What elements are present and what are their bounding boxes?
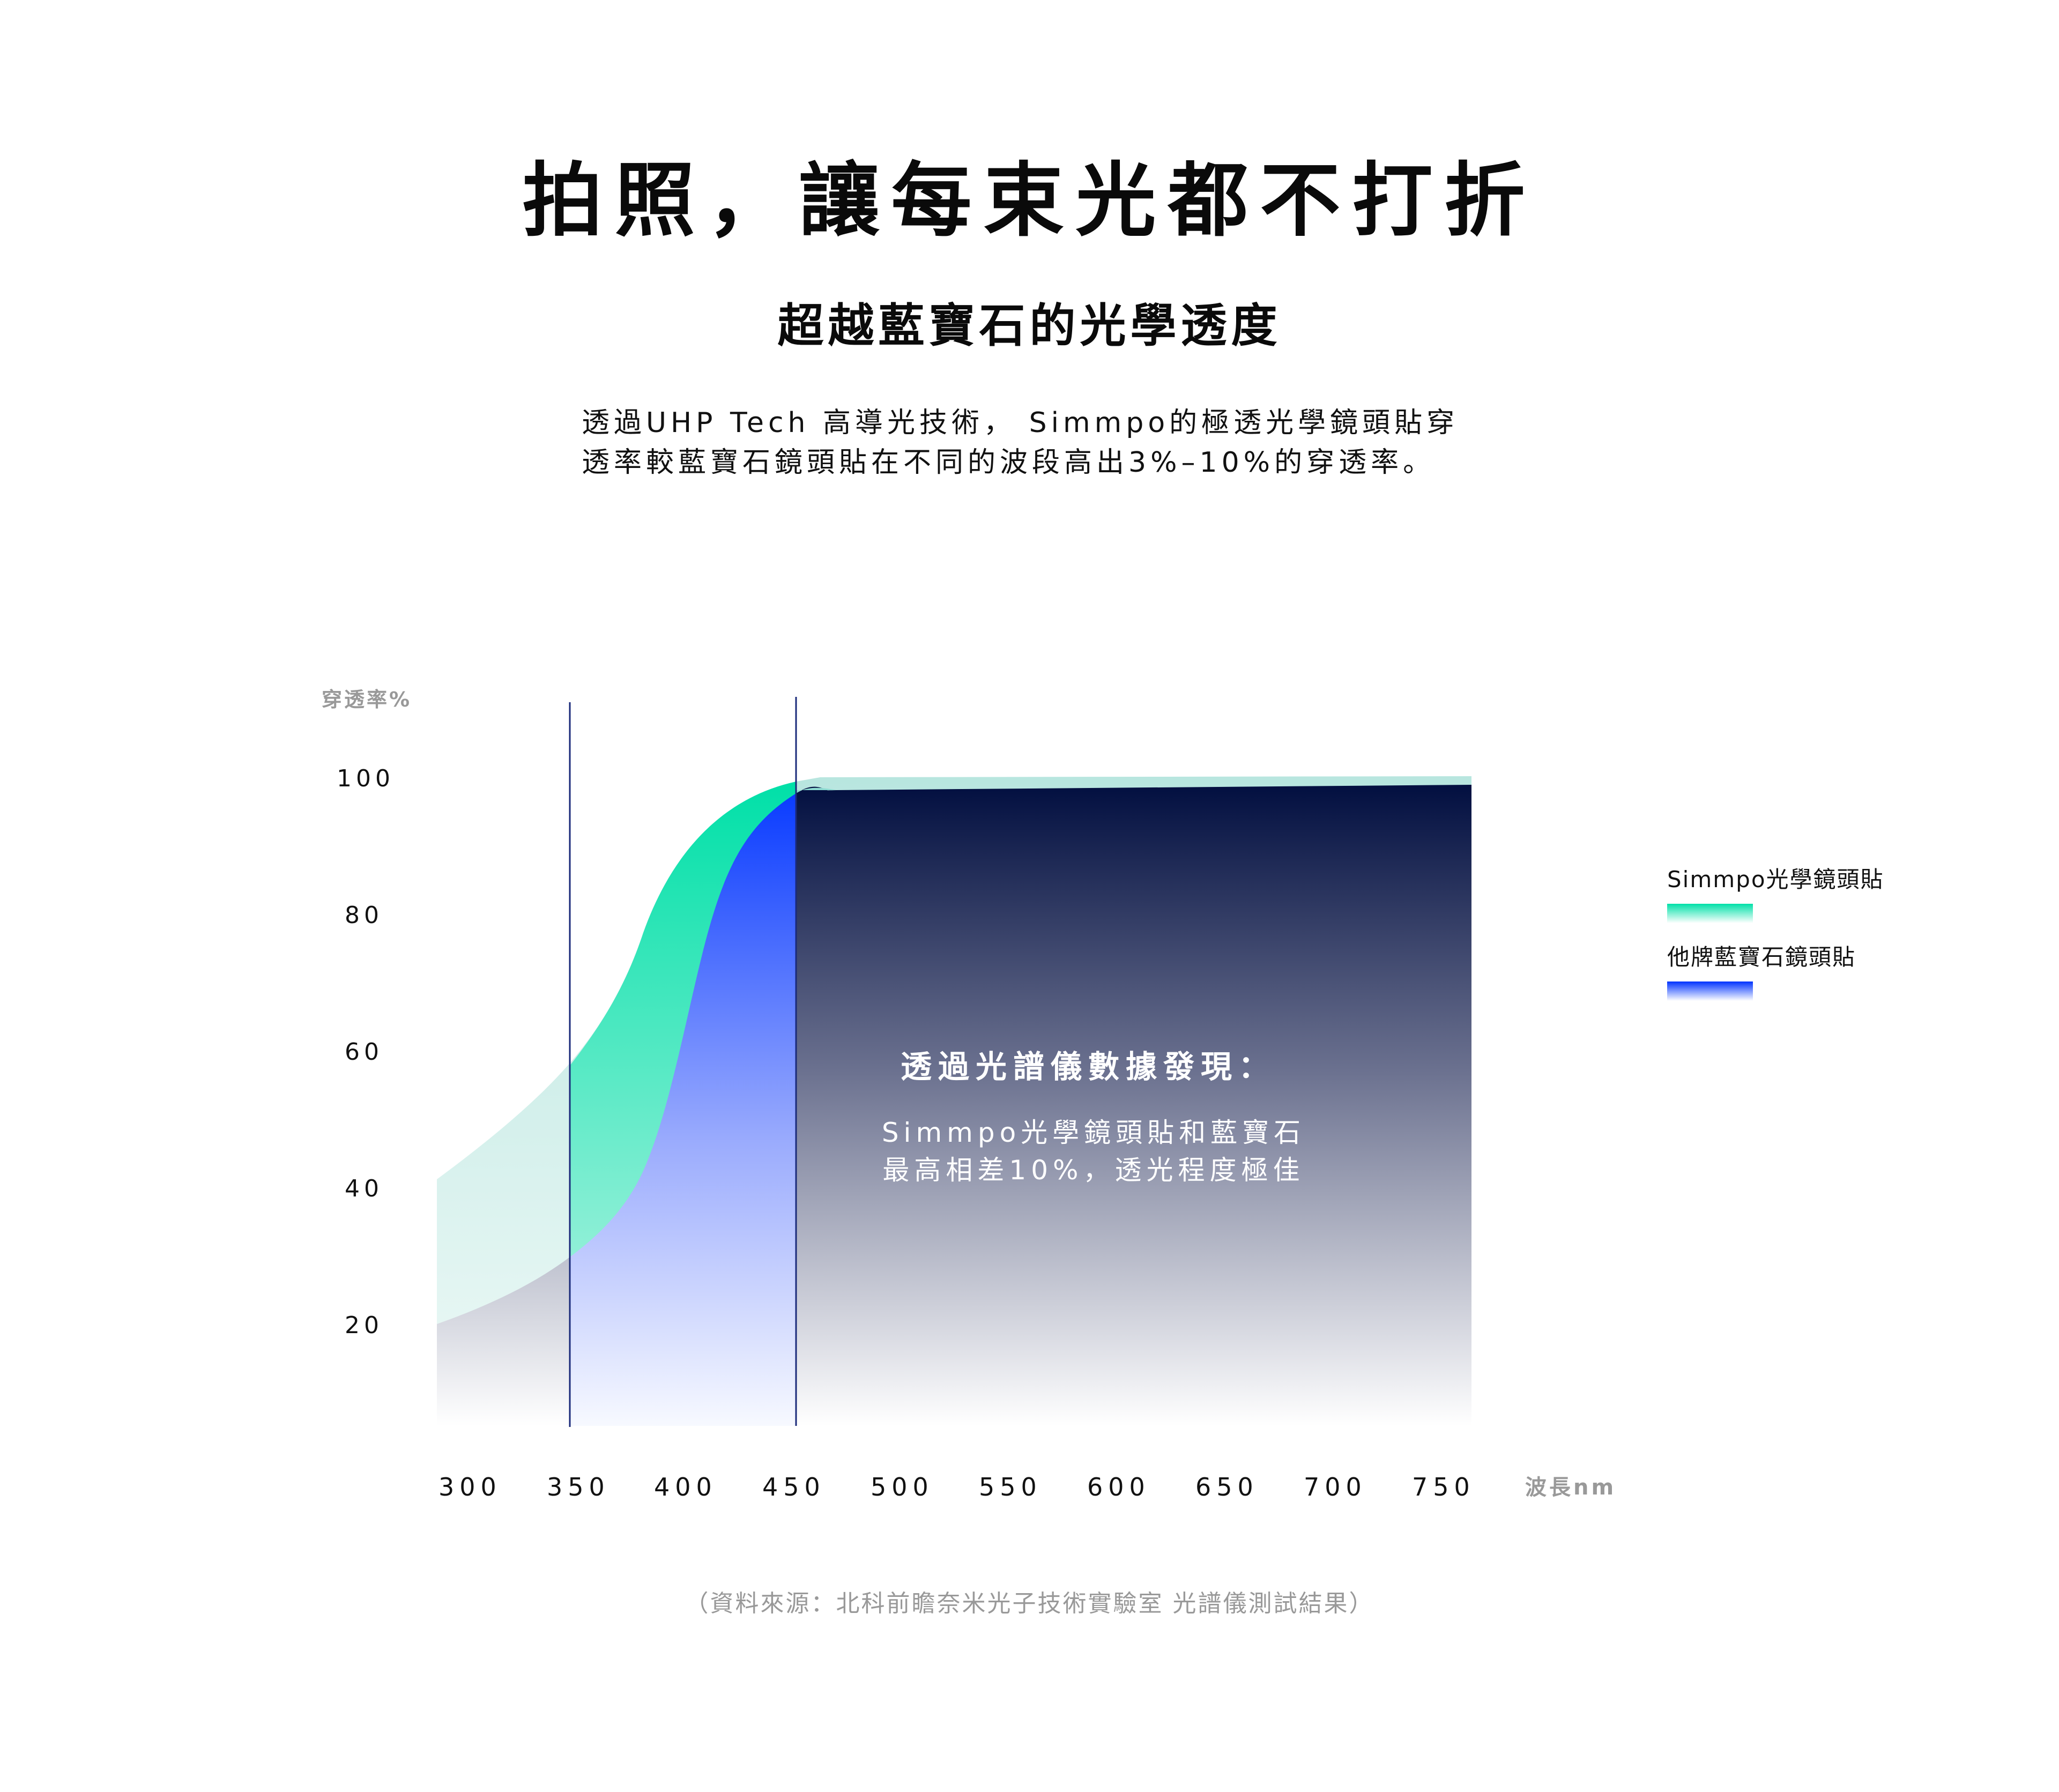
x-tick-300: 300: [438, 1473, 502, 1501]
description-line-2: 透率較藍寶石鏡頭貼在不同的波段高出3%–10%的穿透率。: [582, 447, 1436, 479]
callout-title: 透過光譜儀數據發現：: [901, 1049, 1276, 1085]
sapphire-area-blue: [570, 793, 796, 1426]
callout-line-2: 最高相差10%，透光程度極佳: [882, 1155, 1304, 1186]
y-tick-60: 60: [345, 1038, 383, 1066]
x-tick-550: 550: [979, 1473, 1042, 1501]
legend: Simmpo光學鏡頭貼 他牌藍寶石鏡頭貼: [1667, 866, 1884, 1001]
x-tick-750: 750: [1412, 1473, 1475, 1501]
legend-swatch-simmpo: [1667, 904, 1753, 923]
description-line-1: 透過UHP Tech 高導光技術， Simmpo的極透光學鏡頭貼穿: [582, 407, 1459, 439]
x-tick-500: 500: [871, 1473, 934, 1501]
x-tick-600: 600: [1087, 1473, 1150, 1501]
x-tick-450: 450: [762, 1473, 826, 1501]
source-note: （資料來源：北科前瞻奈米光子技術實驗室 光譜儀測試結果）: [685, 1590, 1374, 1617]
y-tick-80: 80: [345, 902, 383, 929]
x-tick-700: 700: [1304, 1473, 1367, 1501]
callout-line-1: Simmpo光學鏡頭貼和藍寶石: [882, 1117, 1305, 1148]
x-axis-title: 波長nm: [1525, 1475, 1616, 1500]
page-subtitle: 超越藍寶石的光學透度: [777, 299, 1282, 353]
sapphire-area-gray: [437, 1257, 570, 1426]
legend-label-simmpo: Simmpo光學鏡頭貼: [1667, 866, 1884, 893]
page-title: 拍照，讓每束光都不打折: [522, 154, 1537, 248]
legend-label-sapphire: 他牌藍寶石鏡頭貼: [1667, 944, 1856, 970]
y-axis-title: 穿透率%: [322, 688, 412, 711]
sapphire-area-navy: [796, 785, 1471, 1426]
legend-swatch-sapphire: [1667, 981, 1753, 1001]
x-tick-650: 650: [1195, 1473, 1259, 1501]
simmpo-top-band: [796, 787, 836, 793]
x-tick-400: 400: [654, 1473, 717, 1501]
y-tick-20: 20: [345, 1312, 383, 1339]
y-tick-100: 100: [337, 765, 395, 792]
y-tick-40: 40: [345, 1175, 383, 1202]
description: 透過UHP Tech 高導光技術， Simmpo的極透光學鏡頭貼穿 透率較藍寶石…: [582, 403, 1547, 482]
x-tick-350: 350: [547, 1473, 610, 1501]
